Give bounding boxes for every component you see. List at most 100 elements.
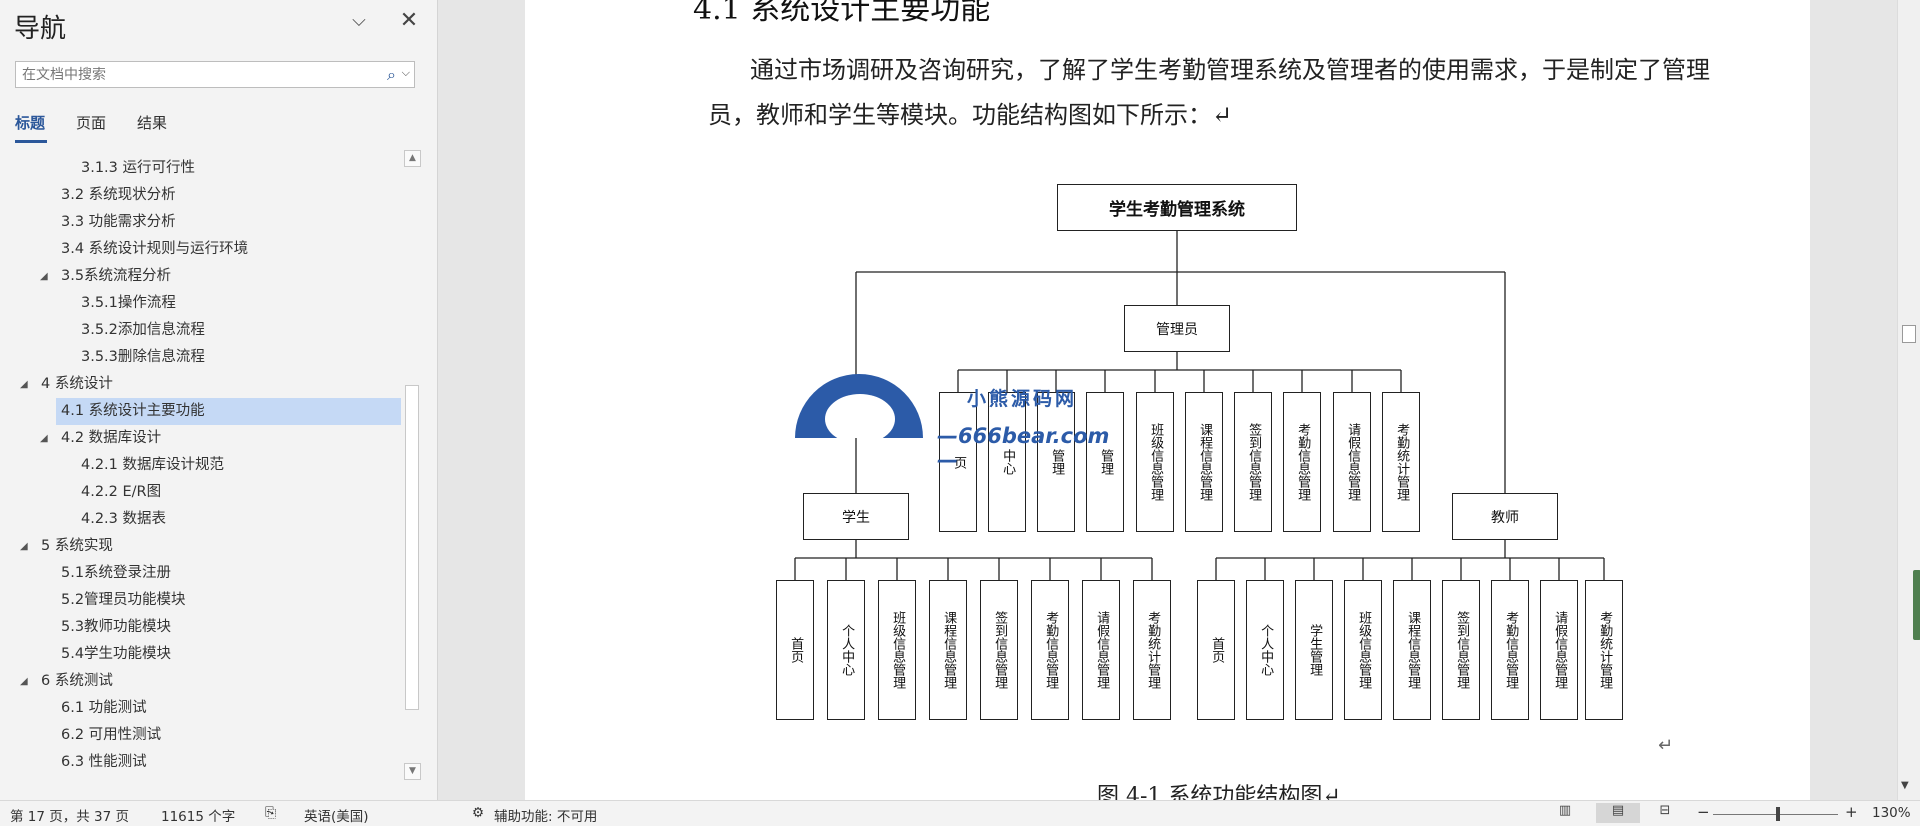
teacher-child-node: 学生管理 xyxy=(1295,580,1333,720)
doc-scroll-thumb[interactable] xyxy=(1902,325,1916,343)
document-scrollbar[interactable]: ▼ xyxy=(1897,0,1920,800)
scroll-down-arrow-icon[interactable]: ▼ xyxy=(1901,780,1909,791)
zoom-slider[interactable] xyxy=(1713,814,1838,815)
teacher-child-node: 签到信息管理 xyxy=(1442,580,1480,720)
bear-logo-icon xyxy=(795,374,923,438)
paragraph-return-mark: ↵ xyxy=(1658,735,1674,756)
search-options-chevron-icon[interactable]: ⌵ xyxy=(401,66,410,79)
student-child-node: 考勤统计管理 xyxy=(1133,580,1171,720)
admin-child-node: 请假信息管理 xyxy=(1333,392,1371,532)
navigation-pane: 导航 ⌵ ✕ ⌕ ⌵ 标题 页面 结果 3.1.3 运行可行性 3.2 系统现状… xyxy=(0,0,438,800)
tree-item[interactable]: 4.2.1 数据库设计规范 xyxy=(81,457,225,473)
nav-close-icon[interactable]: ✕ xyxy=(399,8,419,33)
admin-child-node: 班级信息管理 xyxy=(1136,392,1174,532)
zoom-in-button[interactable]: + xyxy=(1845,803,1858,821)
tree-item[interactable]: 6.2 可用性测试 xyxy=(61,727,162,743)
tree-item[interactable]: 3.4 系统设计规则与运行环境 xyxy=(61,241,249,257)
search-box[interactable]: ⌕ ⌵ xyxy=(15,61,415,88)
admin-node: 管理员 xyxy=(1124,305,1230,352)
tree-item[interactable]: 4.2 数据库设计 xyxy=(61,430,162,446)
tree-item[interactable]: 6.1 功能测试 xyxy=(61,700,147,716)
tab-results[interactable]: 结果 xyxy=(137,114,168,132)
accessibility-icon[interactable]: ⚙ xyxy=(472,805,485,821)
heading-tree: 3.1.3 运行可行性 3.2 系统现状分析 3.3 功能需求分析 3.4 系统… xyxy=(0,153,402,783)
proofing-icon[interactable]: ⎘ xyxy=(265,805,277,821)
watermark-url: —666bear.com— xyxy=(937,424,1110,472)
tree-item[interactable]: 3.3 功能需求分析 xyxy=(61,214,176,230)
watermark-title: 小熊源码网 xyxy=(967,388,1078,410)
tree-item[interactable]: 5.3教师功能模块 xyxy=(61,619,172,635)
tree-item[interactable]: 6 系统测试 xyxy=(41,673,113,689)
page-count[interactable]: 第 17 页，共 37 页 xyxy=(10,809,130,825)
scroll-thumb[interactable] xyxy=(405,385,419,710)
read-mode-icon[interactable]: ▥ xyxy=(1558,803,1572,818)
student-child-node: 考勤信息管理 xyxy=(1031,580,1069,720)
figure-caption: 图 4-1 系统功能结构图↵ xyxy=(1097,784,1341,800)
tree-item[interactable]: 3.5系统流程分析 xyxy=(61,268,172,284)
teacher-child-node: 考勤信息管理 xyxy=(1491,580,1529,720)
tree-item[interactable]: 4 系统设计 xyxy=(41,376,113,392)
admin-child-node: 中心 xyxy=(988,392,1026,532)
tree-item[interactable]: 6.3 性能测试 xyxy=(61,754,147,770)
nav-options-chevron-icon[interactable]: ⌵ xyxy=(352,10,366,31)
tree-item[interactable]: 5.2管理员功能模块 xyxy=(61,592,186,608)
scroll-up-arrow-icon[interactable]: ▲ xyxy=(404,150,421,167)
tree-item[interactable]: 3.5.2添加信息流程 xyxy=(81,322,205,338)
tree-item[interactable]: 5.1系统登录注册 xyxy=(61,565,172,581)
tab-headings[interactable]: 标题 xyxy=(15,114,46,132)
document-page[interactable]: 4.1 系统设计主要功能 通过市场调研及咨询研究，了解了学生考勤管理系统及管理者… xyxy=(525,0,1810,800)
student-child-node: 请假信息管理 xyxy=(1082,580,1120,720)
body-paragraph: 通过市场调研及咨询研究，了解了学生考勤管理系统及管理者的使用需求，于是制定了管理… xyxy=(708,56,1710,129)
scroll-down-arrow-icon[interactable]: ▼ xyxy=(404,763,421,780)
admin-child-node: 管理 xyxy=(1086,392,1124,532)
watermark: 小熊源码网 —666bear.com— xyxy=(795,372,1125,472)
section-heading: 4.1 系统设计主要功能 xyxy=(693,0,991,27)
tree-item[interactable]: 3.1.3 运行可行性 xyxy=(81,160,196,176)
tab-pages[interactable]: 页面 xyxy=(76,114,107,132)
zoom-out-button[interactable]: − xyxy=(1697,803,1710,821)
scroll-marker xyxy=(1913,570,1920,640)
root-node: 学生考勤管理系统 xyxy=(1057,184,1297,231)
student-child-node: 课程信息管理 xyxy=(929,580,967,720)
language-indicator[interactable]: 英语(美国) xyxy=(304,809,369,825)
student-child-node: 签到信息管理 xyxy=(980,580,1018,720)
teacher-child-node: 班级信息管理 xyxy=(1344,580,1382,720)
tree-item[interactable]: 3.5.1操作流程 xyxy=(81,295,176,311)
collapse-caret-icon[interactable]: ◢ xyxy=(20,676,28,687)
print-layout-icon[interactable]: ▤ xyxy=(1596,803,1640,823)
teacher-node: 教师 xyxy=(1452,493,1558,540)
accessibility-status[interactable]: 辅助功能: 不可用 xyxy=(494,809,598,825)
collapse-caret-icon[interactable]: ◢ xyxy=(40,433,48,444)
teacher-child-node: 考勤统计管理 xyxy=(1585,580,1623,720)
teacher-child-node: 首页 xyxy=(1197,580,1235,720)
student-child-node: 首页 xyxy=(776,580,814,720)
nav-scrollbar[interactable]: ▲ ▼ xyxy=(404,150,421,780)
tree-item[interactable]: 4.2.2 E/R图 xyxy=(81,484,162,500)
bear-face xyxy=(825,394,895,438)
tree-item[interactable]: 4.2.3 数据表 xyxy=(81,511,167,527)
zoom-level[interactable]: 130% xyxy=(1872,805,1911,821)
zoom-slider-thumb[interactable] xyxy=(1776,807,1780,821)
student-child-node: 班级信息管理 xyxy=(878,580,916,720)
collapse-caret-icon[interactable]: ◢ xyxy=(20,379,28,390)
admin-child-node: 管理 xyxy=(1037,392,1075,532)
teacher-child-node: 课程信息管理 xyxy=(1393,580,1431,720)
web-layout-icon[interactable]: ⊟ xyxy=(1659,803,1671,818)
admin-child-node: 课程信息管理 xyxy=(1185,392,1223,532)
tree-item[interactable]: 5 系统实现 xyxy=(41,538,113,554)
admin-child-node: 页 xyxy=(939,392,977,532)
tree-item[interactable]: 3.5.3删除信息流程 xyxy=(81,349,205,365)
word-count[interactable]: 11615 个字 xyxy=(161,809,236,825)
collapse-caret-icon[interactable]: ◢ xyxy=(40,271,48,282)
search-icon[interactable]: ⌕ xyxy=(387,65,396,84)
collapse-caret-icon[interactable]: ◢ xyxy=(20,541,28,552)
search-input[interactable] xyxy=(16,62,368,87)
teacher-child-node: 个人中心 xyxy=(1246,580,1284,720)
tree-item[interactable]: 5.4学生功能模块 xyxy=(61,646,172,662)
tree-item-selected[interactable]: 4.1 系统设计主要功能 xyxy=(56,398,401,425)
nav-title: 导航 xyxy=(14,14,67,44)
admin-child-node: 考勤统计管理 xyxy=(1382,392,1420,532)
tree-item[interactable]: 3.2 系统现状分析 xyxy=(61,187,176,203)
admin-child-node: 签到信息管理 xyxy=(1234,392,1272,532)
student-node: 学生 xyxy=(803,493,909,540)
